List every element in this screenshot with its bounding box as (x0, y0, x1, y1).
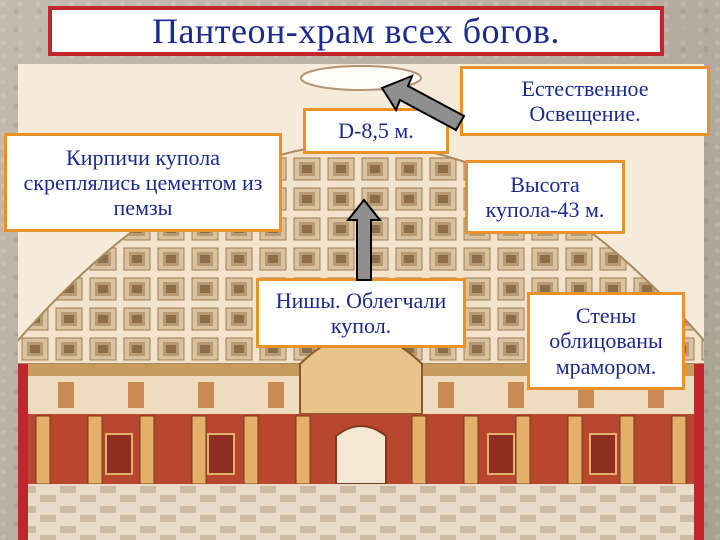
callout-height: Высота купола-43 м. (465, 160, 625, 234)
slide-title: Пантеон-храм всех богов. (152, 11, 560, 51)
arrow-to-oculus-icon (380, 74, 466, 132)
title-box: Пантеон-храм всех богов. (48, 6, 664, 56)
callout-bricks: Кирпичи купола скреплялись цементом из п… (4, 133, 282, 232)
callout-natural-light: Естественное Освещение. (460, 66, 710, 136)
callout-walls: Стены облицованы мрамором. (527, 292, 685, 390)
callout-niches: Нишы. Облегчали купол. (256, 278, 466, 348)
callout-diameter: D-8,5 м. (303, 108, 449, 154)
arrow-up-to-diameter-icon (345, 198, 383, 281)
